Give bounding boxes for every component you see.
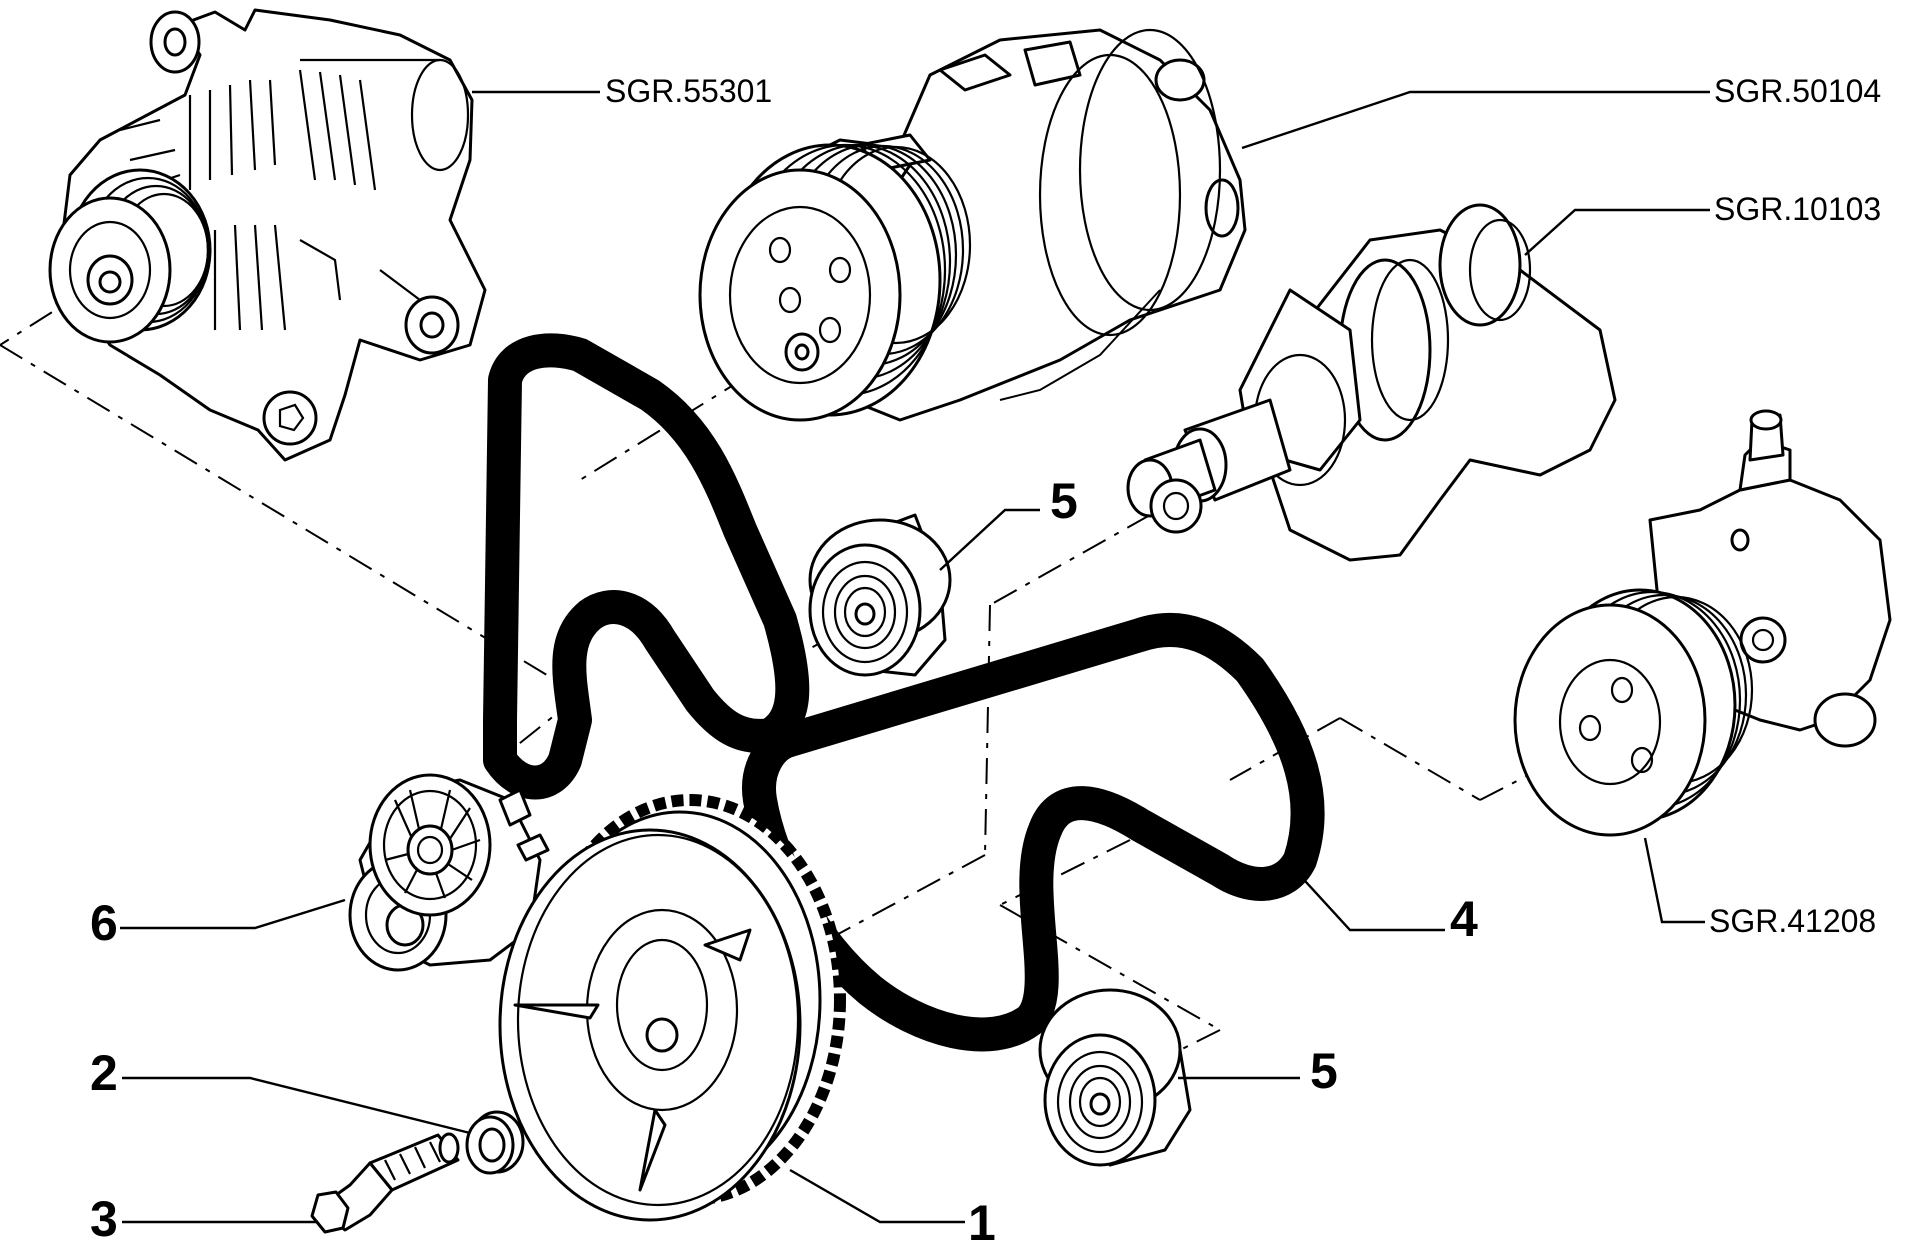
callout-bolt: 3	[90, 1191, 118, 1247]
washer	[465, 1110, 525, 1175]
ac-compressor	[698, 28, 1247, 422]
belt-tensioner	[348, 773, 550, 972]
callout-belt: 4	[1450, 891, 1478, 947]
ref-power-steering-pump: SGR.41208	[1709, 903, 1876, 939]
callout-idler-upper: 5	[1050, 473, 1078, 529]
idler-pulley-upper	[808, 513, 952, 677]
callout-washer: 2	[90, 1045, 118, 1101]
alternator	[48, 8, 487, 462]
idler-pulley-lower	[1038, 988, 1192, 1167]
callout-tensioner: 6	[90, 895, 118, 951]
power-steering-pump	[1513, 409, 1892, 837]
bolt	[310, 1132, 460, 1234]
crankshaft	[1126, 203, 1617, 562]
ref-alternator: SGR.55301	[605, 73, 772, 109]
leader-lines	[120, 90, 1710, 1224]
callout-pulley: 1	[968, 1195, 996, 1251]
callout-idler-lower: 5	[1310, 1043, 1338, 1099]
crankshaft-pulley	[498, 794, 846, 1222]
ref-crankshaft: SGR.10103	[1714, 191, 1881, 227]
ref-compressor: SGR.50104	[1714, 73, 1881, 109]
